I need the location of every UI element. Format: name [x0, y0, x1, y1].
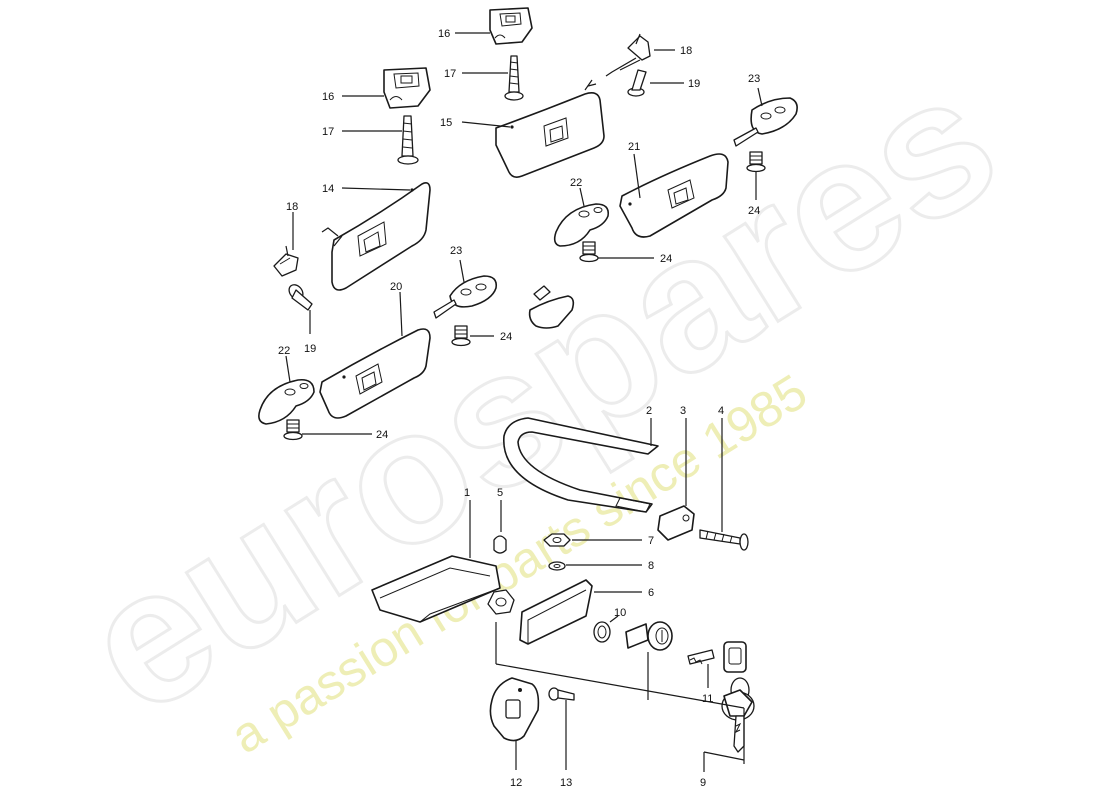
part-12-escutcheon [489, 677, 540, 770]
callout-15: 15 [440, 117, 452, 129]
callout-23-upper: 23 [748, 73, 760, 85]
callout-7: 7 [648, 535, 654, 547]
callout-13: 13 [560, 777, 572, 789]
part-17-screw-lower [342, 115, 419, 165]
callout-11: 11 [702, 693, 713, 705]
callout-23-middle: 23 [450, 245, 462, 257]
callout-9: 9 [700, 777, 706, 789]
part-5-knob [493, 500, 507, 554]
part-10-ring [593, 615, 619, 643]
callout-21: 21 [628, 141, 640, 153]
part-15-sun-visor [461, 79, 605, 178]
callout-5: 5 [497, 487, 503, 499]
callout-2: 2 [646, 405, 652, 417]
part-14-sun-visor [321, 182, 431, 291]
part-24-screw-a [746, 151, 766, 200]
callout-24-c: 24 [500, 331, 512, 343]
part-9-assembly-lines [495, 622, 745, 772]
part-16-bracket-lower [342, 67, 431, 109]
callout-1: 1 [464, 487, 470, 499]
callout-22-lower: 22 [278, 345, 290, 357]
part-11-keys [687, 641, 755, 753]
callout-14: 14 [322, 183, 334, 195]
callout-16-upper: 16 [438, 28, 450, 40]
callout-18-upper: 18 [680, 45, 692, 57]
part-16-bracket-upper [455, 7, 533, 45]
callout-17-lower: 17 [322, 126, 334, 138]
part-19-screw-upper [627, 69, 684, 97]
part-22-hinge-upper [553, 187, 610, 247]
part-1-glove-box [371, 500, 501, 623]
callout-16-lower: 16 [322, 91, 334, 103]
callout-12: 12 [510, 777, 522, 789]
callout-22-upper: 22 [570, 177, 582, 189]
part-24-screw-c [451, 325, 494, 347]
part-2-strap [503, 417, 659, 513]
callout-24-d: 24 [376, 429, 388, 441]
callout-17-upper: 17 [444, 68, 456, 80]
part-7-nut [543, 533, 642, 547]
part-9-hex-nut [487, 589, 515, 615]
callout-3: 3 [680, 405, 686, 417]
part-24-screw-d [283, 419, 372, 441]
part-9-lock-cylinder [625, 621, 673, 651]
part-6-bracket [519, 579, 642, 645]
callout-19-upper: 19 [688, 78, 700, 90]
callout-18-lower: 18 [286, 201, 298, 213]
part-21-sun-visor [619, 153, 729, 238]
part-8-washer [548, 561, 642, 571]
part-17-screw-upper [462, 55, 524, 101]
part-4-screw [699, 418, 749, 551]
part-22-hinge-lower [258, 355, 315, 425]
callout-6: 6 [648, 587, 654, 599]
callout-24-b: 24 [660, 253, 672, 265]
part-13-screw [548, 687, 575, 770]
callout-20: 20 [390, 281, 402, 293]
part-20-sun-visor [319, 291, 431, 419]
part-19-screw-lower [288, 284, 313, 334]
part-24-screw-b [579, 241, 654, 263]
callout-24-a: 24 [748, 205, 760, 217]
part-18-clip-upper [605, 33, 675, 77]
callout-19-lower: 19 [304, 343, 316, 355]
callout-8: 8 [648, 560, 654, 572]
part-18-clip-lower [273, 212, 299, 277]
callout-10: 10 [614, 607, 626, 619]
part-23-hinge-upper [733, 87, 798, 147]
mirror-insert [528, 285, 575, 329]
part-23-hinge-middle [433, 259, 498, 319]
part-3-hinge-block [657, 418, 695, 541]
callout-4: 4 [718, 405, 724, 417]
